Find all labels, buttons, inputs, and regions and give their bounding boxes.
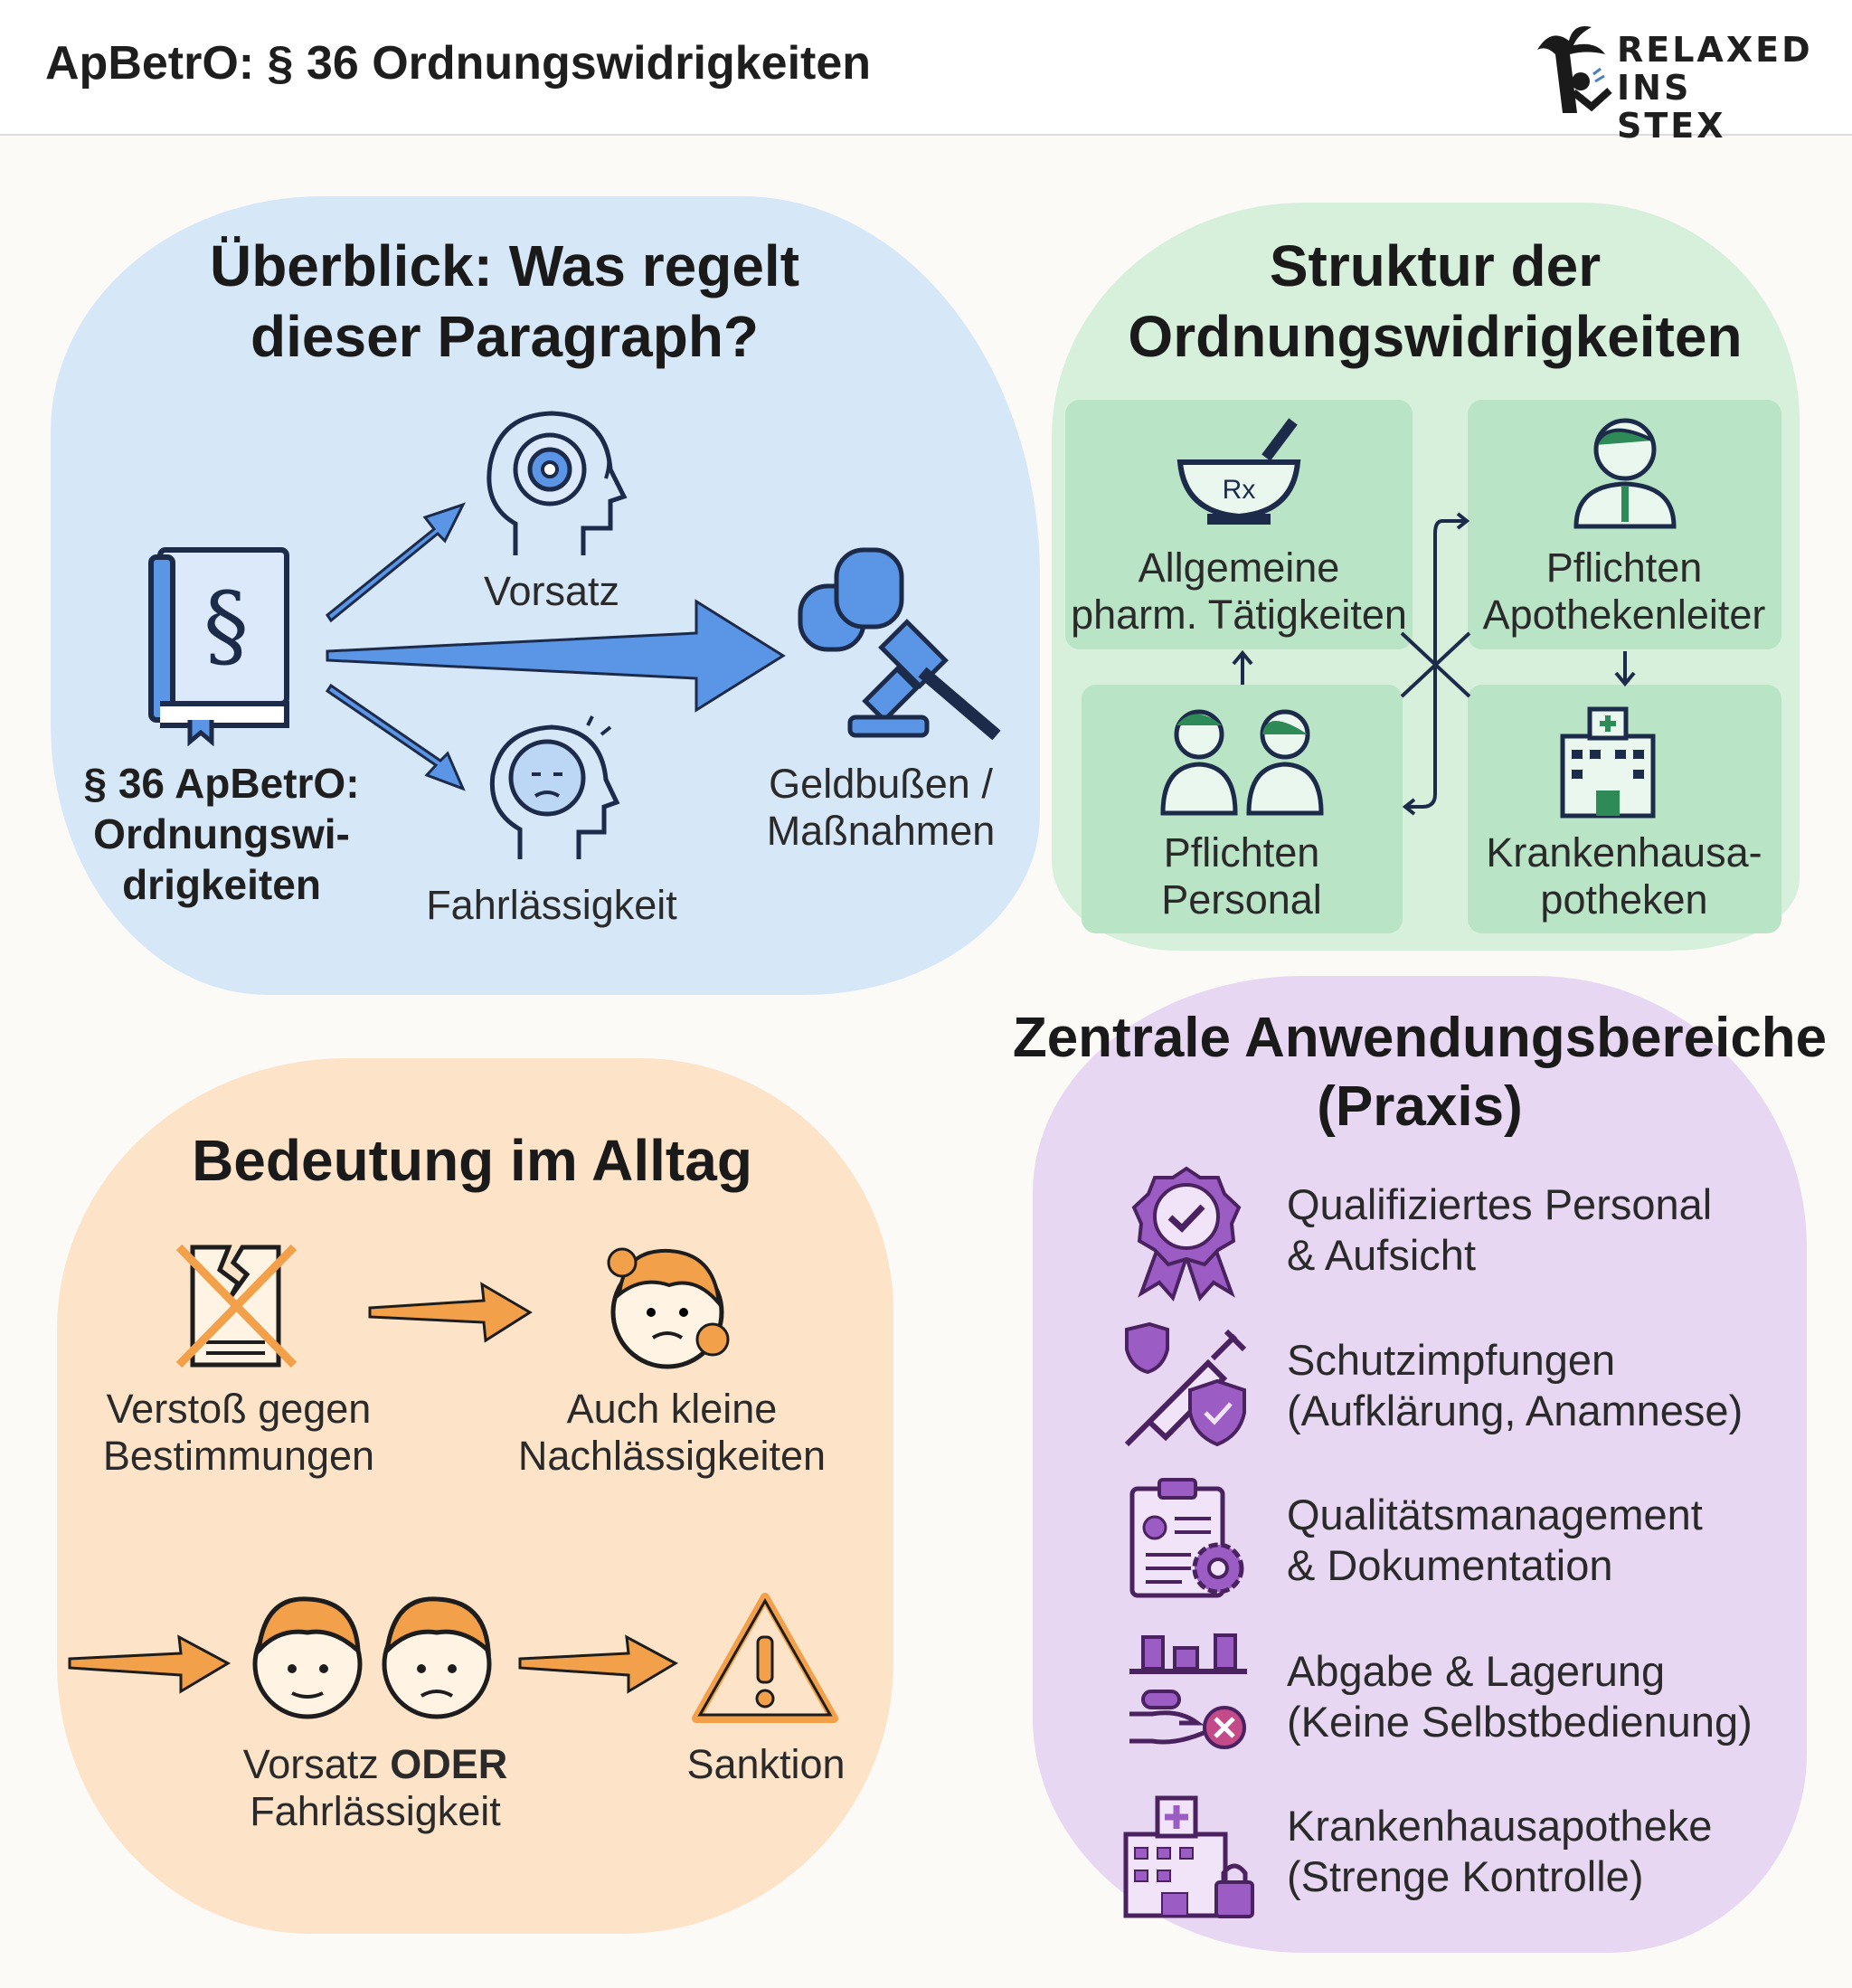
shelf-hand-icon — [1129, 1633, 1247, 1749]
negligence-label: Fahrlässigkeit — [426, 882, 677, 928]
palm-tree-icon — [1537, 26, 1612, 113]
worried-face-icon — [607, 1247, 730, 1369]
big-arrow-icon — [326, 599, 786, 713]
sanction-label: Sanktion — [686, 1741, 846, 1787]
arrow-up-icon — [325, 502, 466, 623]
box-label: Krankenhausa-potheken — [1486, 829, 1762, 923]
practice-item: Krankenhausapotheke(Strenge Kontrolle) — [1287, 1802, 1713, 1900]
staff-icon — [1160, 709, 1324, 816]
book-label: § 36 ApBetrO:Ordnungswi-drigkeiten — [83, 760, 360, 908]
arrow-right-icon — [368, 1282, 533, 1343]
syringe-shield-icon — [1124, 1321, 1247, 1447]
practice-item: Qualifiziertes Personal& Aufsicht — [1287, 1180, 1713, 1279]
arrow-right-icon — [68, 1634, 232, 1694]
everyday-panel — [57, 1058, 893, 1934]
header: ApBetrO: § 36 Ordnungswidrigkeiten RELAX… — [0, 0, 1852, 145]
hospital-lock-icon — [1123, 1795, 1254, 1918]
pharmacist-icon — [1573, 418, 1677, 529]
result-label: Geldbußen /Maßnahmen — [766, 761, 996, 854]
broken-document-icon — [175, 1244, 298, 1368]
warning-icon — [692, 1593, 838, 1723]
practice-item: Qualitätsmanagement& Dokumentation — [1287, 1491, 1703, 1589]
page-title: ApBetrO: § 36 Ordnungswidrigkeiten — [45, 37, 872, 90]
clipboard-gear-icon — [1129, 1478, 1244, 1598]
practice-item: Abgabe & Lagerung(Keine Selbstbedienung) — [1287, 1647, 1753, 1746]
svg-text:Rx: Rx — [1223, 475, 1256, 505]
arrow-right-icon — [518, 1634, 679, 1694]
law-book-icon: § — [148, 547, 289, 747]
badge-check-icon — [1131, 1166, 1242, 1302]
practice-item: Schutzimpfungen(Aufklärung, Anamnese) — [1287, 1336, 1743, 1434]
intent-label: Vorsatz — [483, 568, 620, 614]
hospital-icon — [1560, 706, 1656, 819]
cross-icon — [1400, 631, 1471, 698]
coins-gavel-icon — [798, 547, 1001, 741]
structure-box-hospital: Krankenhausa-potheken — [1468, 685, 1781, 933]
arrow-up-icon — [1232, 649, 1253, 685]
everyday-title: Bedeutung im Alltag — [192, 1128, 752, 1193]
practice-title: Zentrale Anwendungsbereiche(Praxis) — [1012, 1007, 1828, 1138]
head-target-icon — [487, 411, 628, 555]
mortar-pestle-icon: Rx — [1176, 418, 1301, 525]
arrow-down-icon — [1614, 651, 1636, 687]
arrow-down-icon — [325, 683, 466, 791]
two-faces-icon — [252, 1596, 492, 1719]
paragraph-symbol: § — [203, 573, 249, 678]
head-worried-icon — [489, 715, 620, 859]
practice-panel — [1033, 976, 1807, 1953]
